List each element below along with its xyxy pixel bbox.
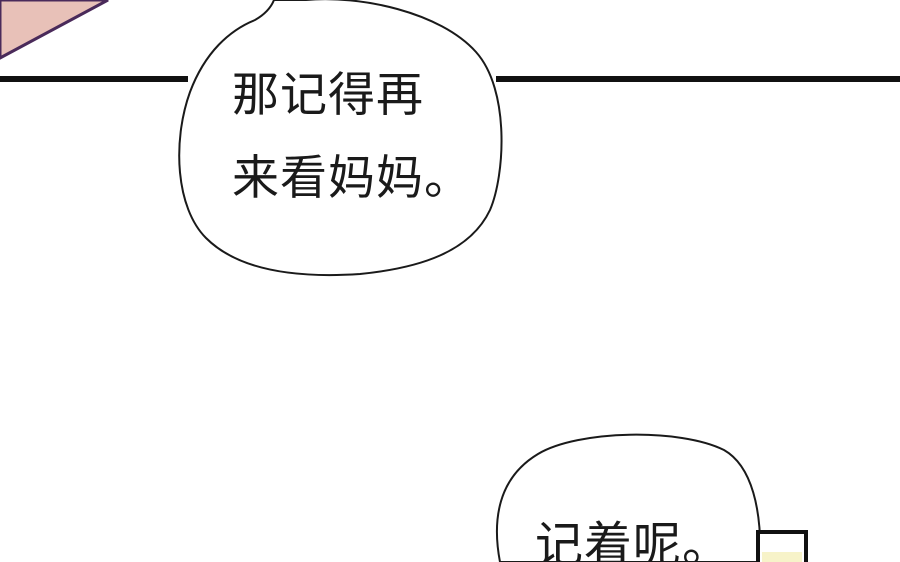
panel-fragment-bottom-right-fill bbox=[762, 552, 802, 562]
panel-fragment-top-left bbox=[0, 0, 109, 60]
speech-line-bottom: 记着呢。 bbox=[535, 517, 732, 562]
speech-line-1: 那记得再 bbox=[232, 68, 424, 123]
panel-border-right bbox=[496, 76, 900, 82]
speech-bubble-top bbox=[178, 0, 503, 277]
speech-line-2: 来看妈妈。 bbox=[232, 151, 472, 206]
panel-border-left bbox=[0, 76, 188, 82]
speech-bubble-bottom bbox=[495, 433, 762, 562]
